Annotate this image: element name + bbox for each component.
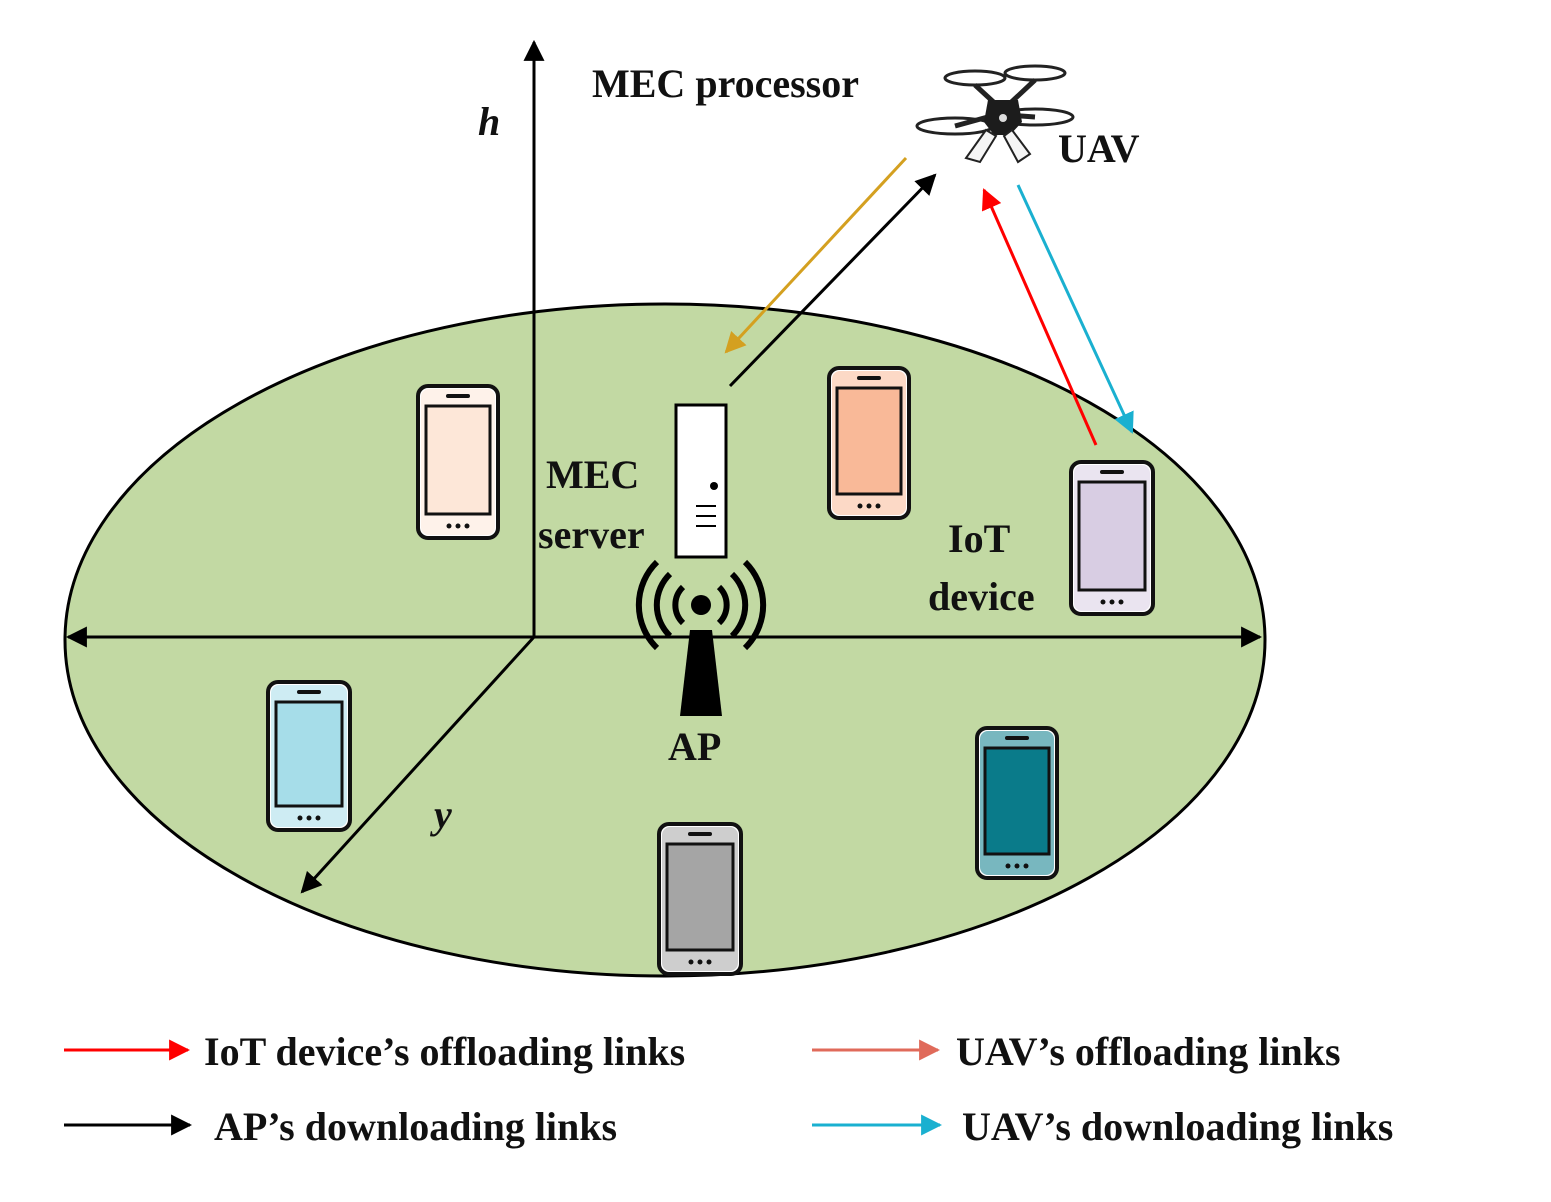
svg-text:IoT device’s offloading links: IoT device’s offloading links — [204, 1029, 685, 1074]
iot-device-label-2: device — [928, 574, 1035, 619]
phone-gray-icon — [657, 822, 743, 976]
legend-item-uav-downloading: UAV’s downloading links — [812, 1104, 1393, 1149]
mec-server-label-1: MEC — [546, 452, 639, 497]
legend: IoT device’s offloading links UAV’s offl… — [64, 1029, 1393, 1149]
mec-server-label-2: server — [538, 512, 645, 557]
legend-item-iot-offloading: IoT device’s offloading links — [64, 1029, 685, 1074]
legend-item-ap-downloading: AP’s downloading links — [64, 1104, 617, 1149]
mec-to-uav-link — [728, 173, 937, 388]
ap-label: AP — [668, 724, 721, 769]
ap-tower-icon — [635, 559, 767, 716]
iot-offloading-link — [981, 188, 1098, 446]
phone-peach-icon — [416, 384, 500, 540]
uav-drone-icon — [915, 64, 1075, 164]
phone-teal-icon — [975, 726, 1059, 880]
iot-device-label-1: IoT — [948, 516, 1011, 561]
axis-y-label: y — [430, 792, 452, 837]
phone-orange-icon — [827, 366, 911, 520]
y-axis — [300, 635, 536, 894]
svg-text:UAV’s downloading links: UAV’s downloading links — [962, 1104, 1393, 1149]
phone-lightblue-icon — [266, 680, 352, 832]
legend-item-uav-offloading: UAV’s offloading links — [812, 1029, 1341, 1074]
iot-devices — [266, 366, 1155, 976]
uav-label: UAV — [1058, 126, 1140, 171]
mec-server-icon — [674, 403, 728, 559]
svg-text:AP’s downloading links: AP’s downloading links — [214, 1104, 617, 1149]
uav-downloading-link — [1016, 184, 1134, 434]
phone-lavender-icon — [1069, 460, 1155, 616]
mec-processor-label: MEC processor — [592, 61, 859, 106]
axis-h-label: h — [478, 99, 500, 144]
uav-to-mec-link — [724, 156, 908, 354]
svg-text:UAV’s offloading links: UAV’s offloading links — [956, 1029, 1341, 1074]
